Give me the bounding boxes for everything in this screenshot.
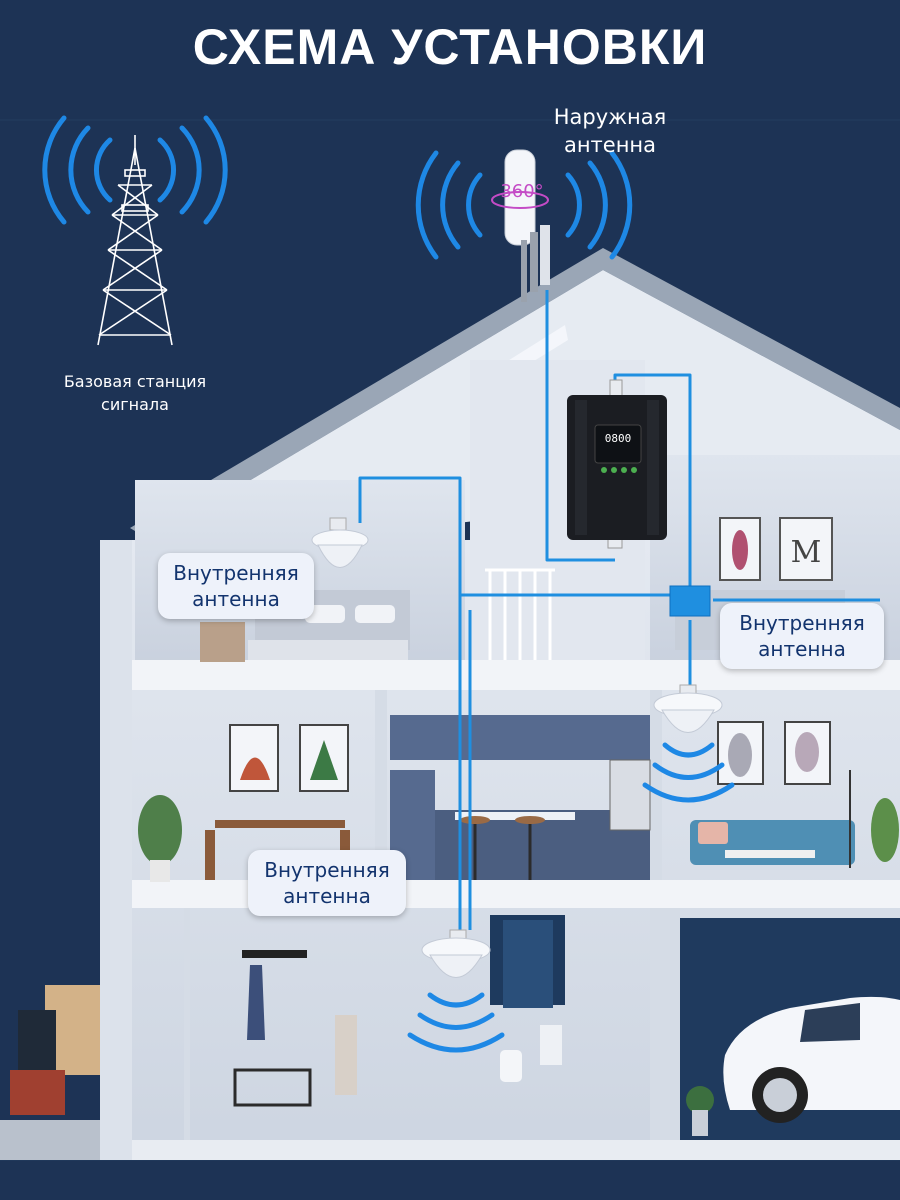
- outdoor-antenna-label-line2: антенна: [530, 131, 690, 159]
- indoor-antenna-label-1: Внутренняя антенна: [158, 553, 314, 619]
- page-title: СХЕМА УСТАНОВКИ: [0, 18, 900, 76]
- base-station-label-line1: Базовая станция: [40, 370, 230, 393]
- repeater-display: 0800: [599, 432, 637, 445]
- outdoor-objects: [0, 985, 100, 1160]
- garage: [680, 918, 900, 1140]
- indoor-antenna-label-1-line2: антенна: [158, 586, 314, 612]
- outdoor-antenna-label-line1: Наружная: [530, 103, 690, 131]
- outdoor-antenna-label: Наружная антенна: [530, 103, 690, 159]
- indoor-antenna-label-3-line2: антенна: [248, 883, 406, 909]
- signal-repeater: [567, 380, 667, 548]
- base-station-label: Базовая станция сигнала: [40, 370, 230, 416]
- indoor-antenna-label-3: Внутренняя антенна: [248, 850, 406, 916]
- outdoor-antenna-icon: [492, 150, 550, 302]
- svg-text:M: M: [791, 535, 822, 570]
- indoor-antenna-label-2: Внутренняя антенна: [720, 603, 884, 669]
- indoor-antenna-label-2-line1: Внутренняя: [720, 610, 884, 636]
- cable-splitter: [670, 586, 710, 616]
- base-station-label-line2: сигнала: [40, 393, 230, 416]
- cell-tower-icon: [98, 135, 172, 345]
- indoor-antenna-label-3-line1: Внутренняя: [248, 857, 406, 883]
- indoor-antenna-label-2-line2: антенна: [720, 636, 884, 662]
- rotation-360-badge: 360°: [500, 181, 544, 202]
- indoor-antenna-label-1-line1: Внутренняя: [158, 560, 314, 586]
